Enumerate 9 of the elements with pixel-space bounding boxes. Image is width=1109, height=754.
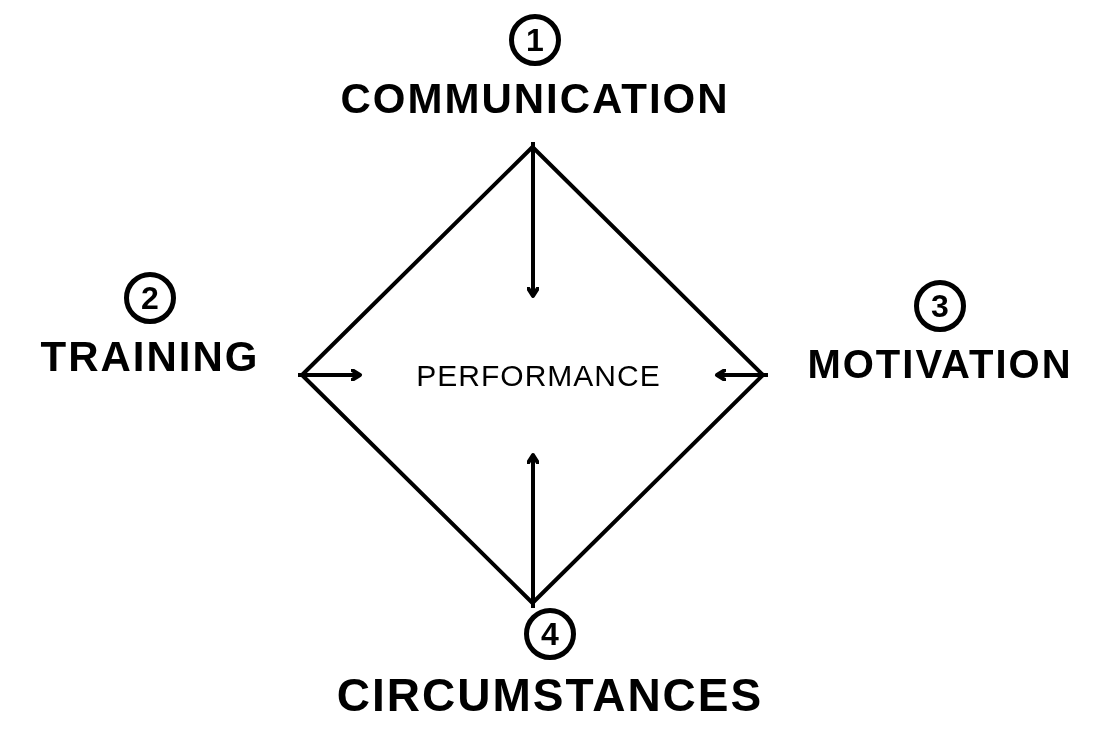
category-label: COMMUNICATION [340, 76, 730, 123]
number-circle: 2 [124, 272, 176, 324]
number-circle: 3 [914, 280, 966, 332]
number-circle: 4 [524, 608, 576, 660]
category-label: MOTIVATION [807, 342, 1073, 386]
category-label: CIRCUMSTANCES [336, 670, 764, 721]
diamond-outline [300, 145, 765, 605]
category-label: TRAINING [40, 334, 260, 381]
number-circle: 1 [509, 14, 561, 66]
